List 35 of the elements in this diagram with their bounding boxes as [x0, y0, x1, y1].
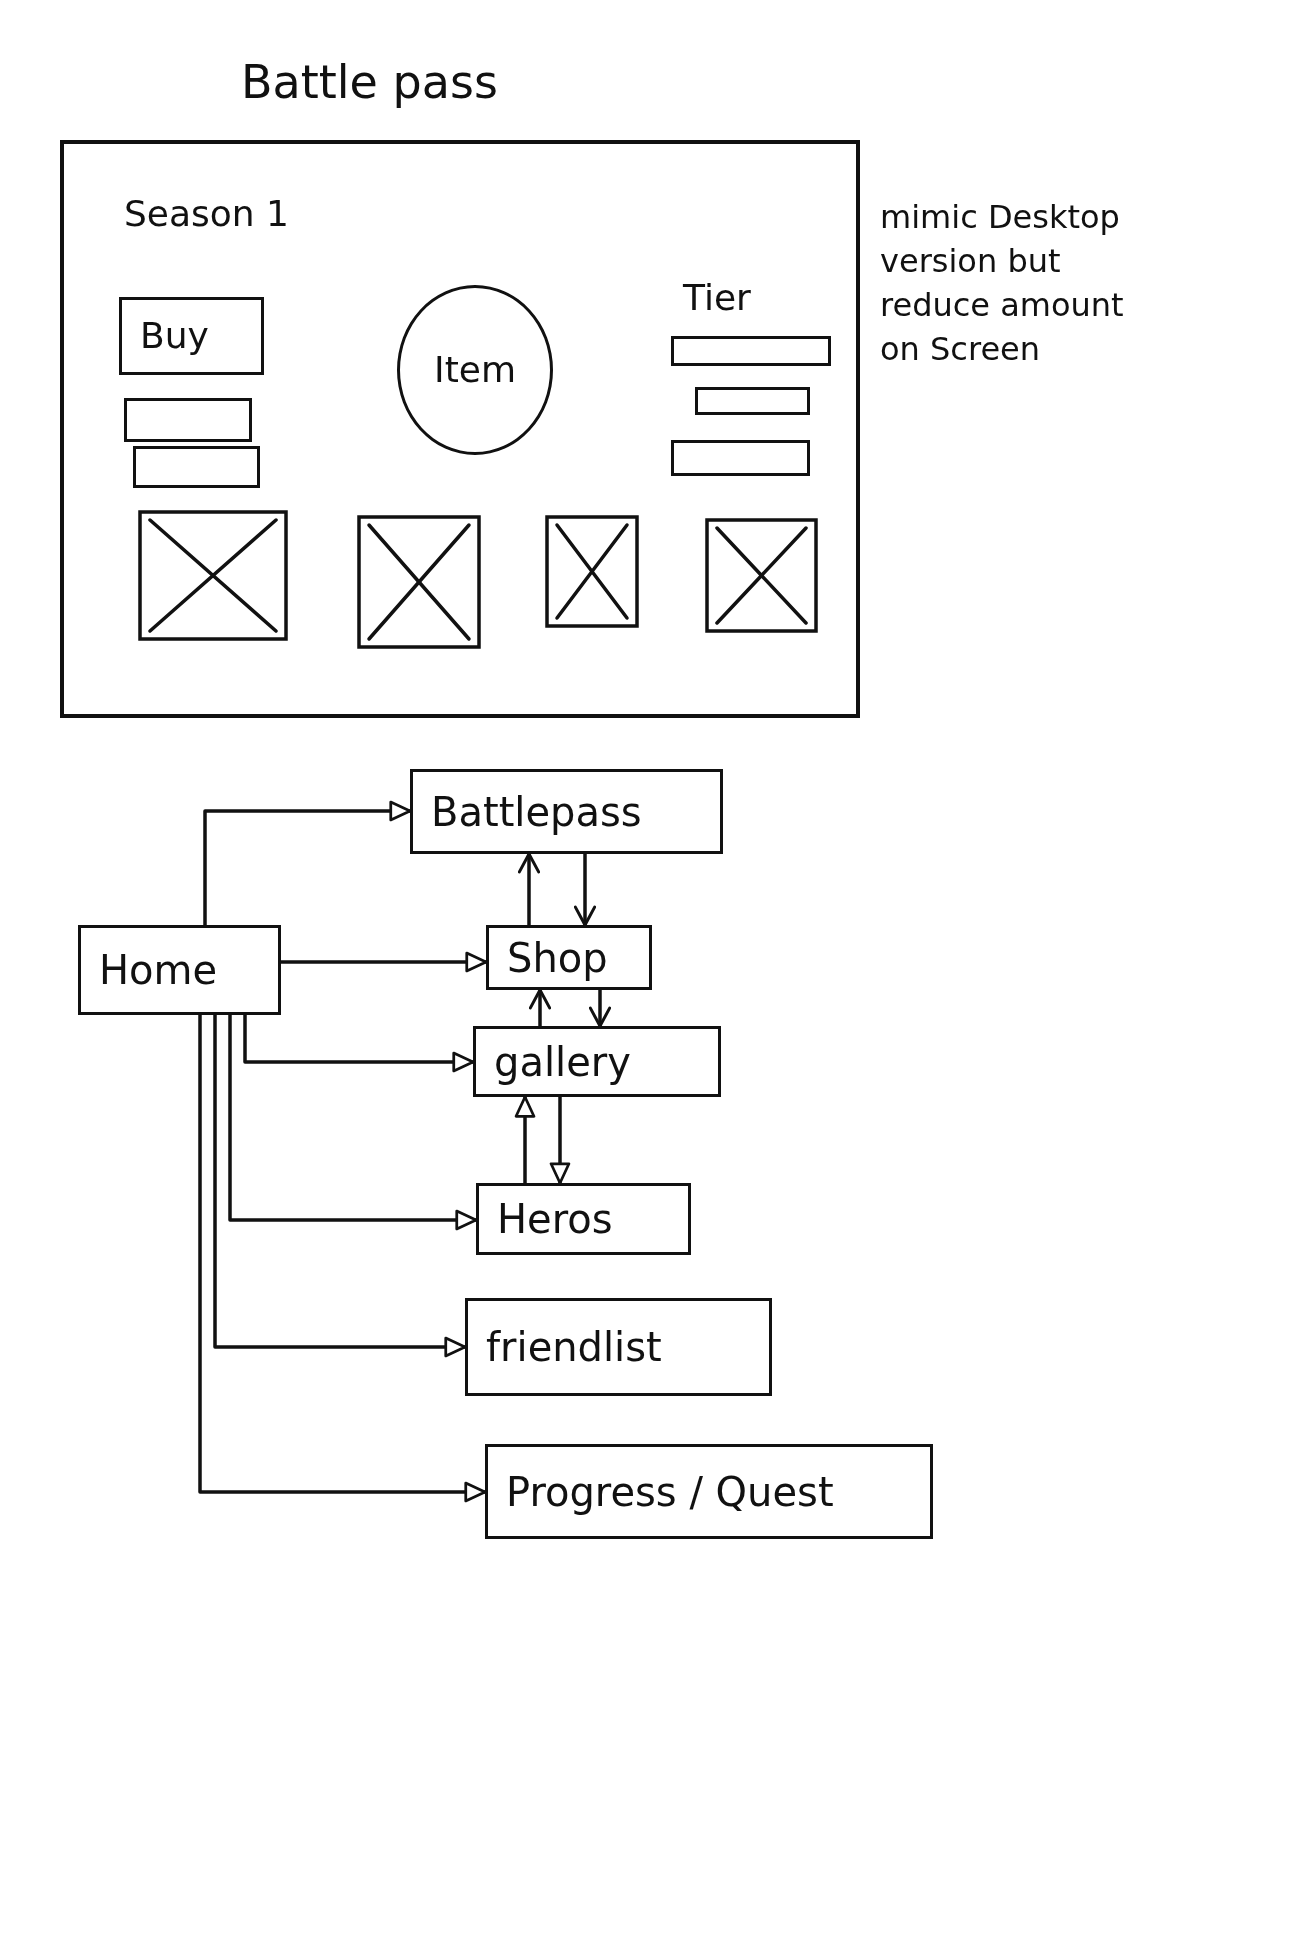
screen-box: friendlist: [465, 1298, 772, 1396]
column-heading: Tier: [683, 276, 752, 320]
placeholder-bar: [671, 336, 831, 366]
arrow: [281, 951, 488, 973]
arrow: [228, 1015, 478, 1231]
arrow: [549, 1097, 571, 1185]
screen-frame: [60, 140, 860, 718]
arrow: [514, 1095, 536, 1183]
arrow: [213, 1015, 467, 1358]
placeholder-bar: [133, 446, 260, 488]
item-circle: Item: [397, 285, 553, 455]
placeholder-bar: [124, 398, 252, 442]
arrow: [528, 988, 552, 1026]
arrow: [203, 800, 412, 925]
section-heading: Season 1: [124, 192, 289, 236]
placeholder-bar: [695, 387, 810, 415]
image-placeholder: [705, 518, 818, 633]
image-placeholder: [357, 515, 481, 649]
arrow: [573, 854, 597, 927]
arrow: [243, 1015, 475, 1073]
image-placeholder: [138, 510, 288, 641]
image-placeholder: [545, 515, 639, 628]
screen-box: Shop: [486, 925, 652, 990]
screen-box: Home: [78, 925, 281, 1015]
screen-box: Progress / Quest: [485, 1444, 933, 1539]
screen-box: gallery: [473, 1026, 721, 1097]
page-title: Battle pass: [241, 55, 498, 111]
screen-box: Battlepass: [410, 769, 723, 854]
arrow: [517, 852, 541, 925]
placeholder-bar: [671, 440, 810, 476]
arrow: [198, 1015, 487, 1503]
screen-box: Heros: [476, 1183, 691, 1255]
buy-button: Buy: [119, 297, 264, 375]
arrow: [588, 990, 612, 1028]
handwritten-note: mimic Desktop version but reduce amount on Screen: [880, 197, 1125, 370]
